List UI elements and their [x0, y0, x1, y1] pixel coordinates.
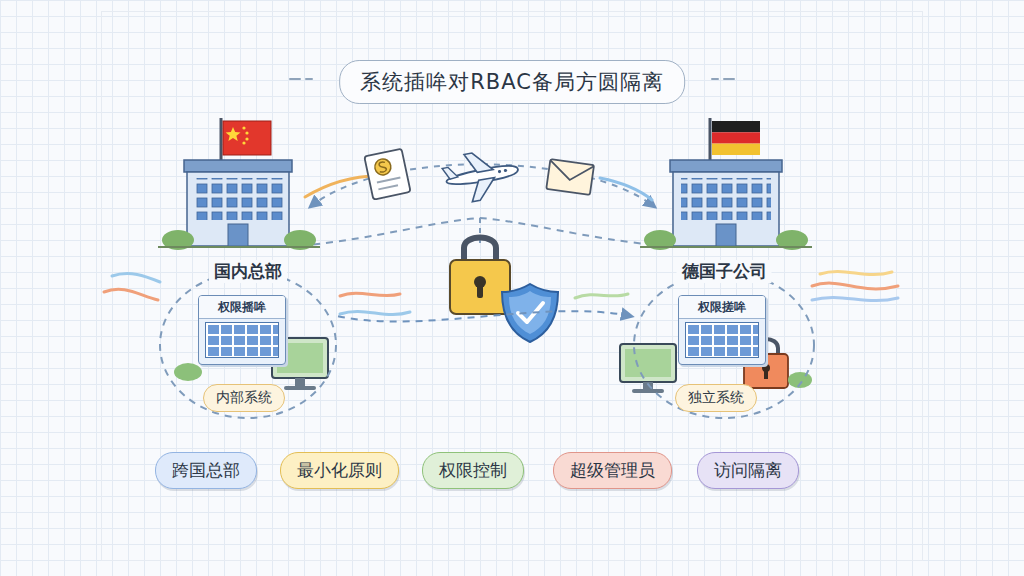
keyword-tag: 跨国总部: [155, 452, 257, 489]
flow-swirls: [112, 274, 160, 282]
matrix-grid: [685, 322, 759, 358]
hq-building: [245, 137, 248, 140]
airplane-icon: [504, 169, 508, 173]
monitor-icon: [620, 344, 676, 382]
site-region: 国内总部权限摇哞内部系统: [158, 258, 338, 420]
system-pill: 独立系统: [675, 384, 757, 412]
subsidiary-building: [712, 121, 760, 132]
title-dashes: [306, 78, 312, 80]
tag-label: 超级管理员: [570, 459, 655, 482]
card-title: 权限摇哞: [199, 296, 285, 319]
card-title: 权限搓哞: [679, 296, 765, 319]
tag-label: 最小化原则: [297, 459, 382, 482]
title-text: 系统插哞对RBAC备局方圆隔离: [360, 68, 664, 96]
monitor-icon: [295, 378, 305, 386]
airplane-icon: [464, 150, 493, 174]
exchange-arcs: [600, 178, 652, 200]
hq-building: [187, 172, 289, 246]
exchange-arcs: [479, 218, 481, 248]
subsidiary-building: [716, 224, 736, 246]
matrix-card: 权限搓哞: [678, 295, 766, 365]
tag-label: 访问隔离: [714, 459, 782, 482]
monitor-icon: [632, 389, 664, 393]
invoice-icon: [364, 149, 410, 200]
exchange-arcs: [305, 176, 378, 197]
keyword-tag: 访问隔离: [697, 452, 799, 489]
title-pill: 系统插哞对RBAC备局方圆隔离: [339, 60, 685, 104]
monitor-icon: [174, 363, 202, 381]
site-region: 德国子公司权限搓哞独立系统: [632, 258, 816, 420]
flow-swirls: [812, 283, 898, 289]
subsidiary-building: [681, 178, 771, 220]
subsidiary-building: [673, 172, 779, 246]
hq-building: [194, 178, 284, 220]
airplane-icon: [498, 170, 502, 174]
invoice-icon: [364, 149, 410, 200]
tag-label: 跨国总部: [172, 459, 240, 482]
hq-building: [228, 224, 248, 246]
dashed-boundary: [634, 272, 814, 418]
monitor-icon: [284, 386, 316, 390]
mail-icon: [546, 159, 594, 195]
shield-icon: [502, 284, 558, 342]
flow-swirls: [340, 293, 400, 296]
shield-icon: [509, 291, 551, 334]
exchange-arcs: [300, 218, 665, 246]
hq-building: [245, 131, 248, 134]
invoice-icon: [373, 157, 392, 176]
flow-connector: [338, 311, 632, 321]
title-dashes: [712, 78, 718, 80]
tag-label: 独立系统: [688, 389, 744, 407]
shield-icon: [502, 284, 558, 342]
tag-label: 内部系统: [216, 389, 272, 407]
keyword-tag: 最小化原则: [280, 452, 399, 489]
system-pill: 内部系统: [203, 384, 285, 412]
invoice-icon: [378, 161, 387, 172]
hq-building: [158, 118, 320, 250]
padlock-icon: [477, 284, 483, 298]
matrix-grid: [205, 322, 279, 358]
invoice-icon: [377, 178, 400, 183]
keyword-tag: 超级管理员: [553, 452, 672, 489]
airplane-icon: [440, 146, 522, 206]
hq-building: [226, 127, 241, 141]
flow-swirls: [820, 271, 892, 274]
invoice-icon: [378, 185, 398, 189]
hq-building: [184, 160, 292, 172]
padlock-icon: [764, 370, 768, 379]
padlock-icon: [450, 260, 510, 314]
hq-building: [242, 141, 245, 144]
flow-swirls: [812, 297, 898, 300]
title-dashes: [724, 78, 734, 80]
monitor-icon: [625, 349, 671, 377]
mail-icon: [548, 160, 594, 183]
subsidiary-building: [640, 118, 812, 250]
site-label: 国内总部: [209, 260, 287, 283]
subsidiary-building: [670, 160, 782, 172]
airplane-icon: [469, 178, 498, 202]
subsidiary-building: [640, 246, 812, 248]
keyword-tag: 权限控制: [422, 452, 524, 489]
hq-building: [242, 126, 245, 129]
subsidiary-building: [712, 132, 760, 143]
title-dashes: [290, 78, 300, 80]
padlock-icon: [464, 238, 496, 263]
site-label: 德国子公司: [677, 260, 772, 283]
padlock-icon: [450, 238, 510, 315]
mail-icon: [546, 159, 594, 195]
subsidiary-building: [712, 144, 760, 155]
hq-building: [158, 246, 320, 248]
airplane-icon: [442, 166, 458, 180]
dashed-boundary: [160, 272, 336, 418]
flow-swirls: [104, 289, 158, 300]
flow-swirls: [575, 294, 628, 298]
hq-building: [223, 121, 271, 155]
matrix-card: 权限摇哞: [198, 295, 286, 365]
flow-swirls: [340, 311, 410, 314]
tag-label: 权限控制: [439, 459, 507, 482]
